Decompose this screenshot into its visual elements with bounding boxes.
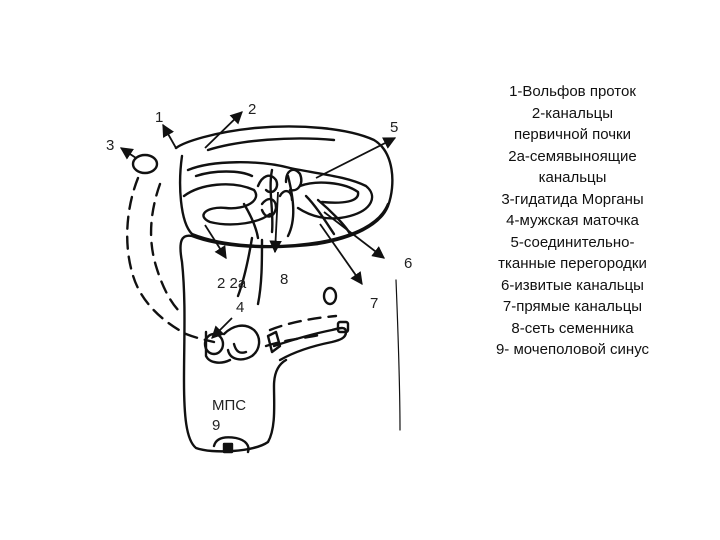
diagram-labels: 1 2 3 5 6 7 8 2 2а 4 МПС 9 — [106, 101, 412, 434]
efferent-ducts — [236, 236, 264, 306]
utricle-box — [204, 330, 232, 364]
arrow-5 — [315, 137, 397, 179]
label-2-2a: 2 2а — [217, 275, 247, 292]
arrow-2 — [204, 111, 243, 149]
legend-item: 3-гидатида Морганы — [501, 190, 644, 208]
septum-2 — [286, 174, 295, 238]
arrow-3 — [119, 147, 137, 160]
rectal-line — [395, 279, 401, 431]
duct-inner-wall — [206, 137, 336, 152]
wolffian-duct-outline — [174, 125, 394, 453]
arrow-1 — [162, 123, 177, 149]
vesicle-cap — [336, 320, 350, 334]
septum-5 — [242, 202, 260, 240]
arrow-8 — [269, 191, 282, 254]
label-8: 8 — [280, 271, 288, 288]
arrow-2a — [204, 224, 227, 260]
hydatid — [131, 153, 159, 175]
septum-1 — [269, 168, 274, 234]
legend: 1-Вольфов проток 2-канальцы первичной почк… — [430, 81, 715, 361]
testis-outline — [178, 154, 390, 248]
legend-item: 4-мужская маточка — [506, 212, 639, 229]
label-3: 3 — [106, 137, 114, 154]
label-7: 7 — [370, 295, 378, 312]
legend-item: 7-прямые канальцы — [502, 298, 643, 315]
drawing — [126, 125, 401, 454]
convoluted-tubule-2 — [182, 183, 272, 226]
legend-item: 1-Вольфов проток — [509, 83, 636, 100]
urogenital-sinus-bottom — [212, 436, 250, 454]
convoluted-tubule-1 — [186, 161, 374, 220]
legend-item: 2-канальцы — [531, 104, 614, 122]
label-4: 4 — [236, 299, 244, 316]
label-2: 2 — [248, 101, 256, 118]
convoluted-tubule-3 — [298, 181, 360, 204]
septum-3 — [304, 194, 336, 236]
legend-item: канальцы — [538, 169, 607, 186]
legend-item: 9- мочеполовой синус — [495, 341, 650, 358]
legend-item: первичной почки — [513, 126, 632, 143]
seminal-vesicle — [272, 326, 348, 362]
legend-item: 6-извитые канальцы — [501, 276, 644, 294]
legend-item: 5-соединительно- — [510, 233, 635, 251]
convoluted-tubule-4 — [194, 170, 254, 178]
prostatic-duct — [232, 342, 248, 354]
left-duct-stub — [266, 330, 282, 354]
arrow-7 — [319, 223, 363, 286]
utricle-structure — [222, 324, 261, 361]
label-mps: МПС — [212, 397, 246, 414]
label-5: 5 — [390, 119, 398, 136]
legend-item: 8-сеть семенника — [511, 319, 634, 337]
label-6: 6 — [404, 255, 412, 272]
mullerian-duct-dashed-1 — [126, 176, 216, 344]
legend-item: тканные перегородки — [498, 255, 647, 272]
mullerian-duct-dashed-2 — [149, 182, 182, 314]
legend-item: 2а-семявыноящие — [508, 147, 637, 165]
label-9: 9 — [212, 417, 220, 434]
label-1: 1 — [155, 109, 163, 126]
duct-ending-loop — [322, 286, 338, 306]
arrow-4 — [211, 317, 233, 339]
sinus-opening — [222, 442, 234, 454]
ejaculatory-duct-dashed — [268, 314, 338, 332]
arrows — [119, 111, 397, 339]
septum-6 — [284, 168, 303, 192]
arrow-6 — [323, 211, 385, 259]
